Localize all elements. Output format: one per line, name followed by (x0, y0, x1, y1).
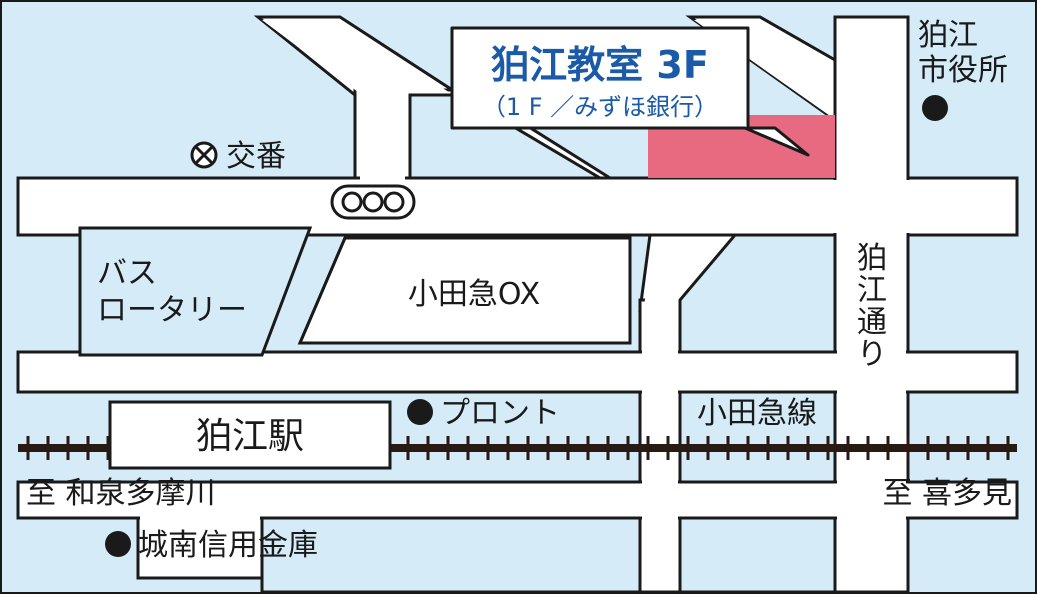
dot-marker-icon (105, 531, 131, 557)
koban-label: 交番 (226, 139, 286, 174)
road-fill-overlay (20, 19, 1015, 590)
odakyu-line-label: 小田急線 (697, 396, 817, 431)
odakyu-ox-label: 小田急OX (408, 277, 540, 312)
komae-dori-label-4: り (857, 337, 887, 372)
komae-dori-label-2: 江 (857, 273, 887, 308)
bus-rotary-label-2: ロータリー (97, 293, 247, 328)
block-south-center (260, 516, 642, 594)
komae-dori-label-1: 狛 (857, 241, 887, 276)
odakyu-ox-building (297, 236, 632, 345)
to-kitami-label: 至 喜多見 (882, 476, 1012, 511)
jonan-bank-label: 城南信用金庫 (138, 528, 318, 563)
block-mid-right (678, 233, 837, 354)
to-izumi-tamagawa-label: 至 和泉多摩川 (26, 476, 216, 511)
traffic-signal-icon (330, 184, 416, 220)
pronto-label: プロント (440, 396, 560, 431)
komae-station-box (108, 400, 392, 470)
dot-marker-icon (407, 399, 433, 425)
komae-dori-label-3: 通 (857, 305, 887, 340)
classroom-subtitle: （1 F ／みずほ銀行） (482, 93, 718, 121)
dot-marker-icon (922, 95, 948, 121)
komae-station-label: 狛江駅 (196, 416, 304, 457)
block-bus-rotary (78, 226, 313, 357)
city-hall-label-1: 狛江 (918, 18, 978, 53)
city-hall-label-2: 市役所 (918, 53, 1008, 88)
classroom-title: 狛江教室 3F (491, 43, 709, 87)
classroom-callout: 狛江教室 3F （1 F ／みずほ銀行） (450, 26, 810, 157)
bus-rotary-label-1: バス (97, 256, 157, 291)
block-south-right (678, 516, 837, 594)
police-box-icon (190, 141, 218, 169)
